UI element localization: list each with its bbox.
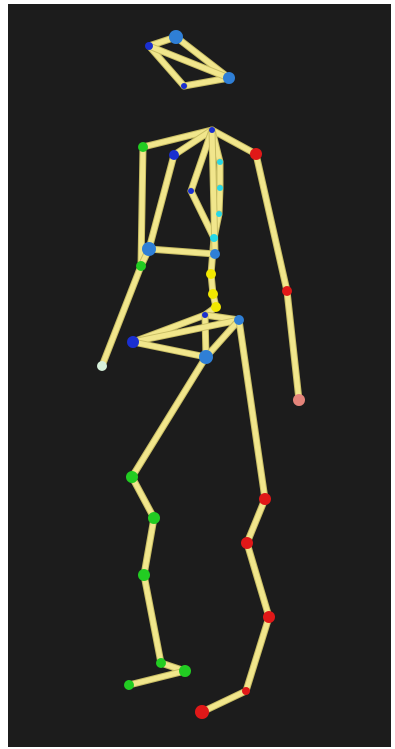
joint-shoulder_right [250,148,262,160]
joint-shoulder_left_inner [169,150,179,160]
joint-spine_6 [208,289,218,299]
joint-toe_left_b [179,665,191,677]
joint-hand_left [97,361,107,371]
joint-hand_right [293,394,305,406]
joint-hip_mid [199,350,213,364]
joint-head_top_left [145,42,153,50]
joint-pelvis [234,315,244,325]
bone-hip_left-hip_mid [133,342,206,357]
joint-spine_3 [216,211,222,217]
joint-elbow_left [142,242,156,256]
bone-elbow_left_lower-hand_left [102,266,141,366]
joint-hip_left [127,336,139,348]
bone-shoulder_right-elbow_right [256,154,287,291]
joint-shoulder_left [138,142,148,152]
joint-heel_right [242,687,250,695]
joint-elbow_left_lower [136,261,146,271]
joint-spine_4 [210,234,218,242]
skeleton-viewport[interactable] [8,4,391,747]
joint-spine_5 [206,269,216,279]
joint-spine_7 [211,302,221,312]
bone-heel_right-toe_right [202,691,246,712]
joint-pelvis_top [202,312,208,318]
bone-shoulder_left_inner-elbow_left [149,155,174,249]
bone-shin_right-ankle_right [247,543,269,617]
joint-shin_left [148,512,160,524]
joint-toe_right [195,705,209,719]
joint-head_top [169,30,183,44]
joint-heel_left [156,658,166,668]
bone-toe_left_a-toe_left_b [129,671,185,685]
bone-spine_2-spine_3 [219,188,220,214]
skeleton-figure [8,4,391,747]
joint-head_right [223,72,235,84]
bone-ankle_left-heel_left [144,575,161,663]
joint-elbow_right [282,286,292,296]
joint-spine_1 [217,159,223,165]
joint-neck [209,127,215,133]
bone-ankle_right-heel_right [246,617,269,691]
bone-hip_mid-knee_left [132,357,206,477]
joint-knee_left [126,471,138,483]
joint-spine_2 [217,185,223,191]
joint-toe_left_a [124,680,134,690]
joint-ankle_left [138,569,150,581]
joint-ankle_right [263,611,275,623]
joint-shin_right [241,537,253,549]
bones-layer [102,37,299,712]
joint-chest_mid [210,249,220,259]
joint-knee_right [259,493,271,505]
bone-pelvis-knee_right [239,320,265,499]
joint-chest_left [188,188,194,194]
bone-elbow_right-hand_right [287,291,299,400]
joint-head_bottom [181,83,187,89]
bone-knee_left-shin_left [132,477,154,518]
bone-knee_right-shin_right [247,499,265,543]
